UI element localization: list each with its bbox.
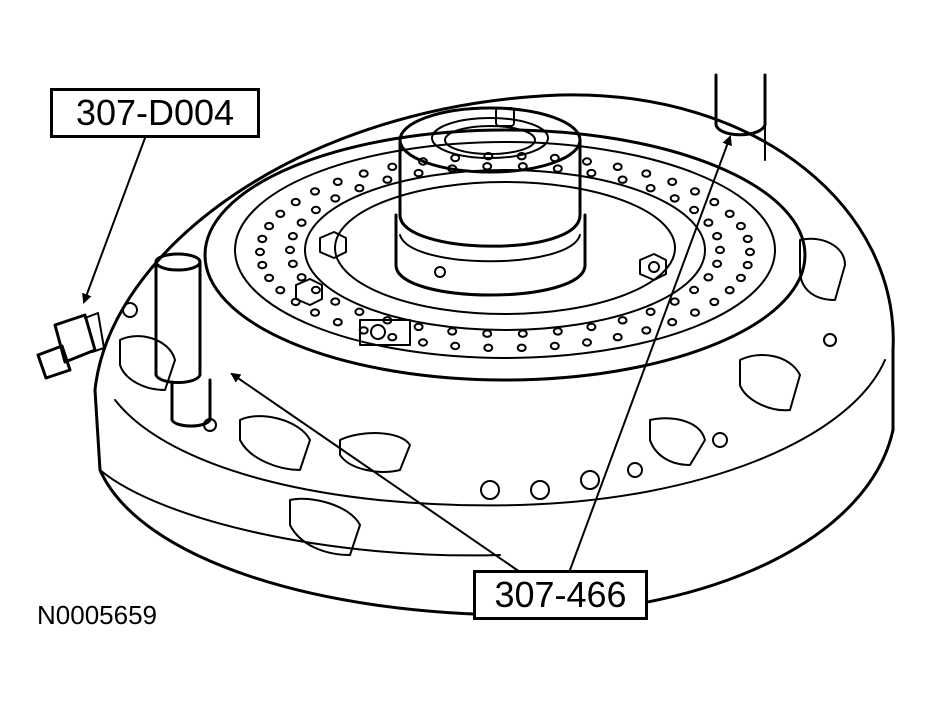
ring-hole bbox=[582, 157, 592, 166]
ring-hole bbox=[612, 333, 623, 342]
ring-hole bbox=[257, 234, 268, 244]
ring-hole bbox=[612, 162, 623, 172]
ring-hole bbox=[310, 285, 321, 295]
ring-hole bbox=[310, 205, 321, 215]
tool-307-D004-fitting bbox=[36, 312, 105, 380]
ring-hole bbox=[450, 153, 461, 163]
ring-hole bbox=[310, 308, 320, 317]
ring-hole bbox=[669, 194, 680, 203]
ring-hole bbox=[715, 245, 725, 255]
ring-hole bbox=[482, 162, 493, 171]
ring-hole bbox=[382, 175, 393, 184]
ring-hole bbox=[296, 273, 307, 282]
ring-hole bbox=[516, 343, 527, 352]
ring-hole bbox=[645, 307, 656, 316]
ring-hole bbox=[667, 177, 678, 187]
ring-hole bbox=[387, 333, 398, 342]
ring-hole bbox=[330, 297, 341, 306]
ring-hole bbox=[724, 209, 735, 219]
ring-hole bbox=[447, 327, 458, 336]
ring-hole bbox=[354, 307, 365, 316]
ring-hole bbox=[735, 273, 746, 283]
ring-hole bbox=[709, 197, 720, 207]
ring-hole bbox=[310, 187, 320, 196]
ring-hole bbox=[709, 297, 720, 307]
ring-hole bbox=[582, 338, 592, 347]
ring-hole bbox=[387, 162, 398, 172]
ring-hole bbox=[482, 329, 493, 338]
callout-tool-307-D004: 307-D004 bbox=[50, 88, 260, 138]
leader-lines bbox=[82, 135, 732, 573]
ring-hole bbox=[358, 169, 369, 178]
ring-hole bbox=[290, 197, 301, 207]
ring-hole bbox=[689, 285, 700, 295]
ring-hole bbox=[264, 273, 275, 283]
ring-hole bbox=[724, 286, 735, 295]
ring-hole bbox=[712, 232, 723, 241]
ring-hole bbox=[332, 177, 343, 187]
ring-hole bbox=[332, 318, 343, 327]
ring-hole bbox=[413, 168, 424, 178]
ring-hole bbox=[255, 247, 265, 257]
ring-hole bbox=[354, 184, 365, 193]
ring-hole bbox=[257, 260, 268, 270]
ring-hole bbox=[667, 318, 678, 327]
ring-hole bbox=[735, 221, 746, 231]
ring-hole bbox=[275, 209, 286, 219]
fluid-channels bbox=[119, 237, 846, 556]
ring-hole bbox=[517, 329, 528, 338]
gear-ring bbox=[203, 128, 807, 382]
central-hub bbox=[394, 106, 587, 297]
ring-hole bbox=[586, 168, 597, 178]
tool-307-466-pin bbox=[154, 252, 212, 428]
ring-hole bbox=[330, 194, 341, 203]
ring-hole bbox=[287, 232, 298, 241]
ring-hole bbox=[742, 260, 753, 270]
ring-hole bbox=[745, 247, 755, 257]
ring-hole bbox=[703, 218, 714, 227]
pump-body bbox=[93, 93, 895, 617]
ring-hole bbox=[641, 326, 652, 335]
ring-hole bbox=[690, 308, 700, 317]
tool-307-466-driver bbox=[714, 73, 767, 161]
ring-hole bbox=[586, 322, 597, 332]
ring-hole bbox=[418, 338, 428, 347]
callout-tool-307-466: 307-466 bbox=[473, 570, 648, 620]
ring-hole bbox=[617, 316, 628, 325]
ring-hole bbox=[287, 259, 298, 268]
bolts bbox=[295, 231, 667, 346]
ring-hole bbox=[703, 273, 714, 282]
ring-hole bbox=[413, 322, 424, 332]
ring-hole bbox=[689, 205, 700, 215]
ring-hole bbox=[552, 164, 563, 173]
ring-hole bbox=[264, 221, 275, 231]
ring-hole bbox=[483, 343, 494, 352]
ring-hole bbox=[296, 218, 307, 227]
ring-hole bbox=[285, 245, 295, 255]
ring-hole bbox=[645, 184, 656, 193]
ring-hole bbox=[742, 234, 753, 244]
ring-hole bbox=[450, 341, 461, 351]
ring-hole bbox=[712, 259, 723, 268]
ring-hole bbox=[641, 169, 652, 178]
ring-hole bbox=[690, 187, 700, 196]
ring-hole bbox=[275, 286, 286, 295]
figure-reference-id: N0005659 bbox=[37, 600, 157, 630]
ring-hole bbox=[549, 341, 560, 351]
ring-hole bbox=[552, 327, 563, 336]
ring-hole bbox=[669, 297, 680, 306]
ring-hole bbox=[617, 175, 628, 184]
hole-pattern bbox=[255, 152, 755, 352]
